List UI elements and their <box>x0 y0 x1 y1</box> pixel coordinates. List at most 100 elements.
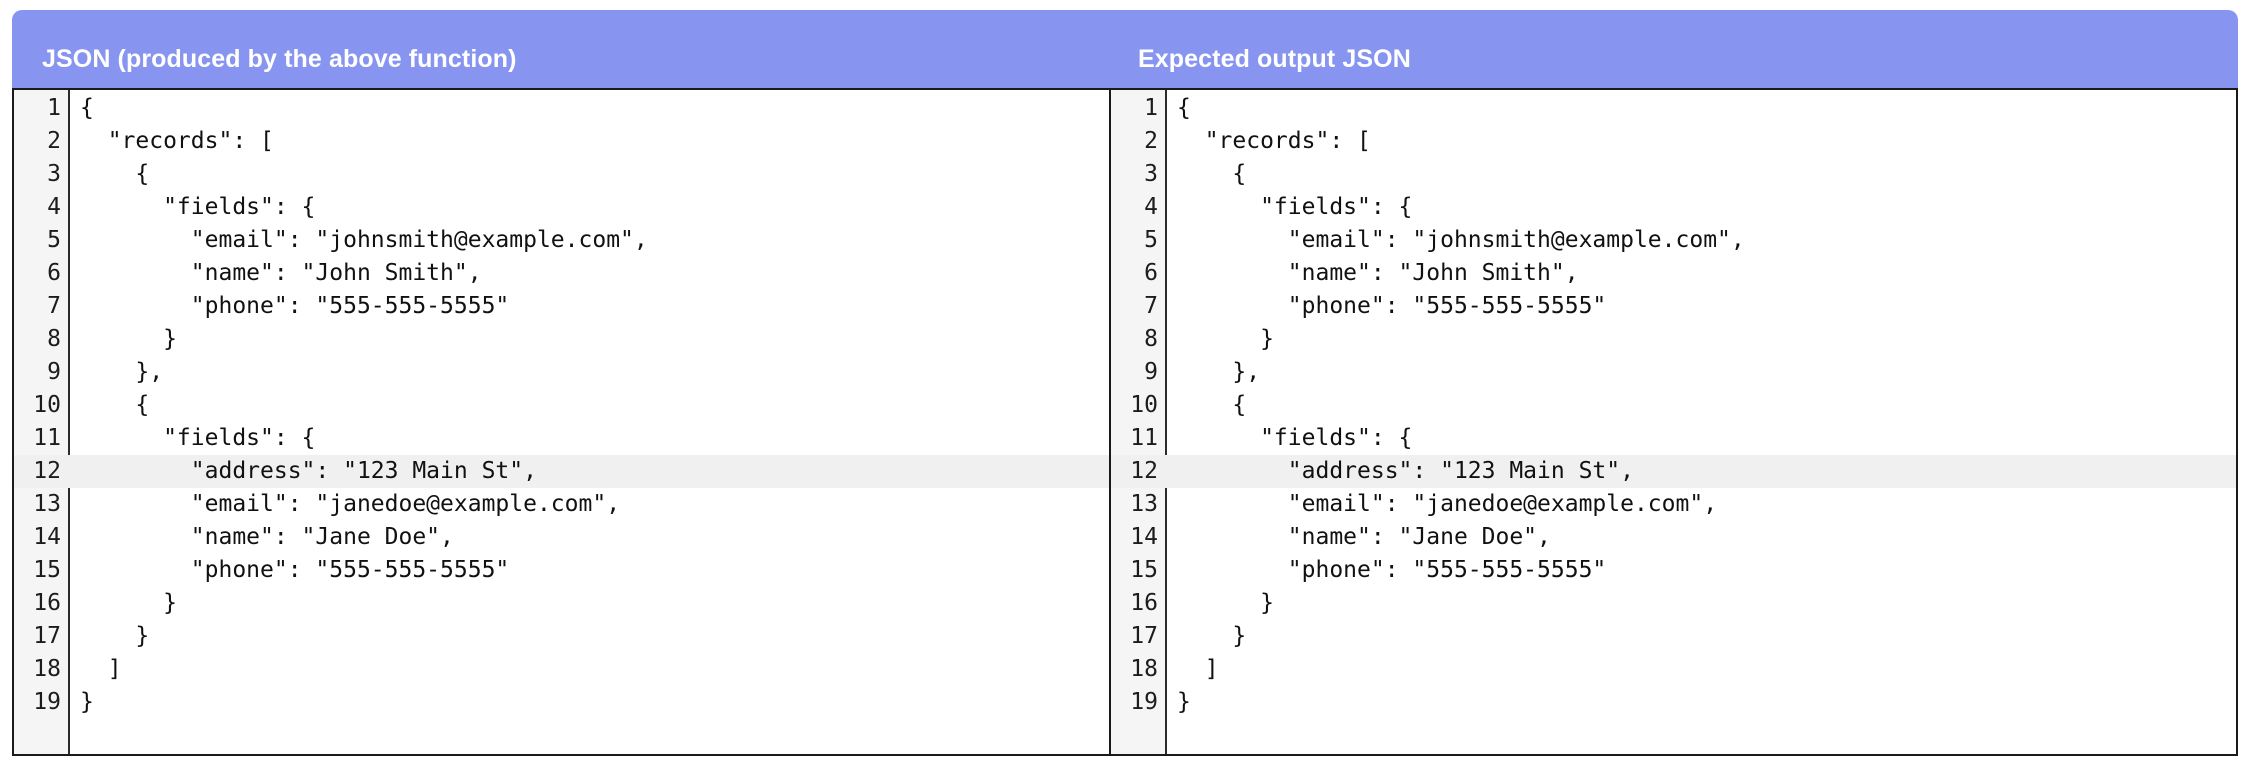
code-lines-expected-json: 1{2 "records": [3 {4 "fields": {5 "email… <box>1111 92 2236 719</box>
line-number: 15 <box>1130 557 1158 583</box>
line-number-gutter <box>1111 90 1167 754</box>
code-line: 11 "fields": { <box>14 422 1109 455</box>
line-content: "address": "123 Main St", <box>80 458 537 484</box>
code-line: 10 { <box>1111 389 2236 422</box>
code-line: 17 } <box>1111 620 2236 653</box>
line-content: "name": "John Smith", <box>1177 260 1579 286</box>
line-content: { <box>1177 95 1191 121</box>
line-content: ] <box>1177 656 1219 682</box>
line-number: 2 <box>1144 128 1158 154</box>
code-line: 2 "records": [ <box>1111 125 2236 158</box>
panel-header-right: Expected output JSON <box>1110 10 2238 88</box>
line-content: } <box>1177 326 1274 352</box>
line-content: }, <box>80 359 164 385</box>
code-line: 9 }, <box>1111 356 2236 389</box>
line-content: "phone": "555-555-5555" <box>1177 293 1607 319</box>
line-content: "fields": { <box>80 194 316 220</box>
line-number-gutter <box>14 90 70 754</box>
line-number: 4 <box>1144 194 1158 220</box>
line-content: "records": [ <box>80 128 274 154</box>
code-line: 16 } <box>14 587 1109 620</box>
line-content: "phone": "555-555-5555" <box>1177 557 1607 583</box>
code-line: 19} <box>14 686 1109 719</box>
line-number: 18 <box>33 656 61 682</box>
line-content: } <box>80 326 177 352</box>
code-body-produced-json[interactable]: 1{2 "records": [3 {4 "fields": {5 "email… <box>14 90 1109 754</box>
line-number: 3 <box>1144 161 1158 187</box>
code-line: 3 { <box>14 158 1109 191</box>
line-content: "email": "johnsmith@example.com", <box>80 227 648 253</box>
line-number: 12 <box>33 458 61 484</box>
line-number: 8 <box>1144 326 1158 352</box>
line-number: 10 <box>33 392 61 418</box>
code-line: 10 { <box>14 389 1109 422</box>
line-content: "address": "123 Main St", <box>1177 458 1634 484</box>
line-content: "email": "janedoe@example.com", <box>80 491 621 517</box>
line-number: 11 <box>33 425 61 451</box>
line-number: 17 <box>33 623 61 649</box>
line-content: { <box>80 161 150 187</box>
line-number: 7 <box>47 293 61 319</box>
line-number: 9 <box>47 359 61 385</box>
line-number: 14 <box>33 524 61 550</box>
code-line: 1{ <box>1111 92 2236 125</box>
line-content: { <box>1177 161 1247 187</box>
line-number: 2 <box>47 128 61 154</box>
code-line: 9 }, <box>14 356 1109 389</box>
line-content: "records": [ <box>1177 128 1371 154</box>
line-number: 16 <box>1130 590 1158 616</box>
panel-title-produced-json: JSON (produced by the above function) <box>42 44 517 73</box>
line-content: } <box>1177 689 1191 715</box>
line-content: }, <box>1177 359 1261 385</box>
line-number: 18 <box>1130 656 1158 682</box>
code-line: 19} <box>1111 686 2236 719</box>
code-line: 12 "address": "123 Main St", <box>1111 455 2236 488</box>
code-line: 14 "name": "Jane Doe", <box>1111 521 2236 554</box>
code-line: 11 "fields": { <box>1111 422 2236 455</box>
code-line: 18 ] <box>14 653 1109 686</box>
code-body-expected-json[interactable]: 1{2 "records": [3 {4 "fields": {5 "email… <box>1111 90 2236 754</box>
line-number: 4 <box>47 194 61 220</box>
code-line: 4 "fields": { <box>14 191 1109 224</box>
line-number: 19 <box>33 689 61 715</box>
line-content: "fields": { <box>1177 425 1413 451</box>
code-line: 5 "email": "johnsmith@example.com", <box>14 224 1109 257</box>
code-line: 15 "phone": "555-555-5555" <box>14 554 1109 587</box>
line-number: 5 <box>47 227 61 253</box>
line-number: 17 <box>1130 623 1158 649</box>
code-panels-row: 1{2 "records": [3 {4 "fields": {5 "email… <box>12 88 2238 756</box>
line-content: "name": "Jane Doe", <box>80 524 454 550</box>
line-number: 6 <box>1144 260 1158 286</box>
line-number: 5 <box>1144 227 1158 253</box>
code-line: 12 "address": "123 Main St", <box>14 455 1109 488</box>
code-line: 18 ] <box>1111 653 2236 686</box>
line-content: } <box>1177 590 1274 616</box>
line-number: 9 <box>1144 359 1158 385</box>
code-lines-produced-json: 1{2 "records": [3 {4 "fields": {5 "email… <box>14 92 1109 719</box>
line-content: "fields": { <box>1177 194 1413 220</box>
code-line: 2 "records": [ <box>14 125 1109 158</box>
line-number: 19 <box>1130 689 1158 715</box>
line-number: 1 <box>1144 95 1158 121</box>
line-content: "name": "Jane Doe", <box>1177 524 1551 550</box>
line-content: "fields": { <box>80 425 316 451</box>
code-line: 8 } <box>14 323 1109 356</box>
line-content: ] <box>80 656 122 682</box>
code-line: 13 "email": "janedoe@example.com", <box>1111 488 2236 521</box>
code-line: 16 } <box>1111 587 2236 620</box>
line-content: "phone": "555-555-5555" <box>80 293 510 319</box>
line-content: { <box>80 95 94 121</box>
line-content: { <box>1177 392 1247 418</box>
line-number: 1 <box>47 95 61 121</box>
line-number: 10 <box>1130 392 1158 418</box>
line-content: } <box>80 623 150 649</box>
panel-header-left: JSON (produced by the above function) <box>12 10 1110 88</box>
line-content: "email": "johnsmith@example.com", <box>1177 227 1745 253</box>
line-number: 16 <box>33 590 61 616</box>
code-line: 17 } <box>14 620 1109 653</box>
line-content: } <box>1177 623 1247 649</box>
code-line: 6 "name": "John Smith", <box>1111 257 2236 290</box>
code-line: 8 } <box>1111 323 2236 356</box>
code-line: 4 "fields": { <box>1111 191 2236 224</box>
